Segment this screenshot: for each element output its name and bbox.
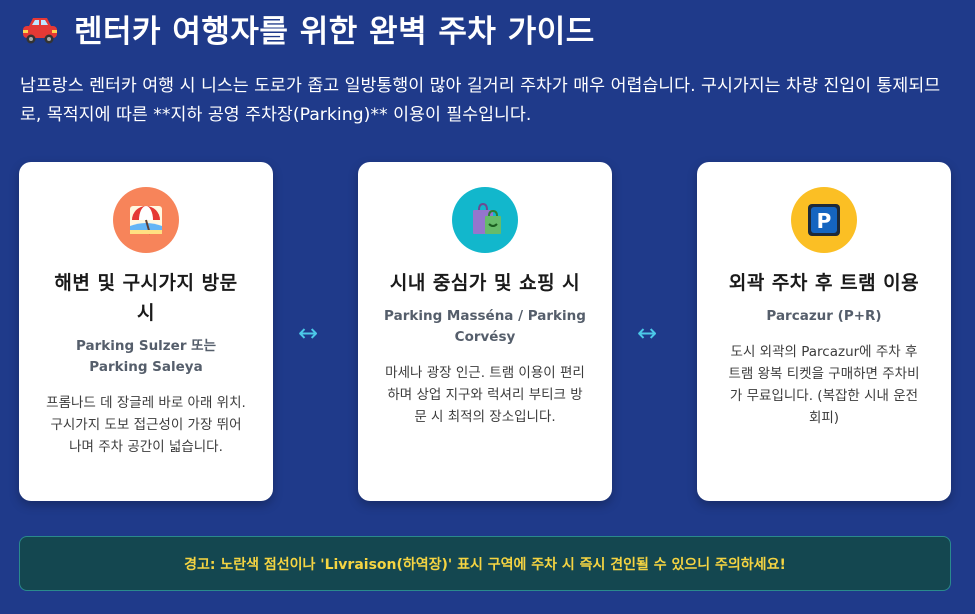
svg-text:P: P <box>817 209 832 233</box>
warning-banner: 경고: 노란색 점선이나 'Livraison(하역장)' 표시 구역에 주차 … <box>19 536 951 591</box>
card-park-and-ride: P 외곽 주차 후 트램 이용 Parcazur (P+R) 도시 외곽의 Pa… <box>697 162 951 501</box>
page-title: 렌터카 여행자를 위한 완벽 주차 가이드 <box>74 14 595 50</box>
shopping-bags-icon <box>452 187 518 253</box>
card-subtitle: Parcazur (P+R) <box>766 308 882 324</box>
intro-text: 남프랑스 렌터카 여행 시 니스는 도로가 좁고 일방통행이 많아 길거리 주차… <box>20 76 941 125</box>
double-arrow-icon: ↔ <box>637 319 658 347</box>
warning-text: 경고: 노란색 점선이나 'Livraison(하역장)' 표시 구역에 주차 … <box>184 556 786 573</box>
card-subtitle: Parking Masséna / Parking Corvésy <box>384 308 586 345</box>
beach-umbrella-icon <box>113 187 179 253</box>
card-description: 프롬나드 데 장글레 바로 아래 위치. 구시가지 도보 접근성이 가장 뛰어나… <box>46 395 246 455</box>
parking-sign-icon: P <box>791 187 857 253</box>
card-beach-old-town: 해변 및 구시가지 방문 시 Parking Sulzer 또는 Parking… <box>19 162 273 501</box>
card-title: 외곽 주차 후 트램 이용 <box>728 272 920 294</box>
card-description: 마세나 광장 인근. 트램 이용이 편리하며 상업 지구와 럭셔리 부티크 방문… <box>385 365 585 425</box>
card-title: 시내 중심가 및 쇼핑 시 <box>389 272 581 294</box>
double-arrow-icon: ↔ <box>298 319 319 347</box>
card-subtitle: Parking Sulzer 또는 Parking Saleya <box>75 338 217 375</box>
header: 렌터카 여행자를 위한 완벽 주차 가이드 <box>20 6 595 51</box>
card-description: 도시 외곽의 Parcazur에 주차 후 트램 왕복 티켓을 구매하면 주차비… <box>728 344 920 426</box>
card-title: 해변 및 구시가지 방문 시 <box>54 272 238 324</box>
card-downtown-shopping: 시내 중심가 및 쇼핑 시 Parking Masséna / Parking … <box>358 162 612 501</box>
car-icon <box>20 12 60 46</box>
